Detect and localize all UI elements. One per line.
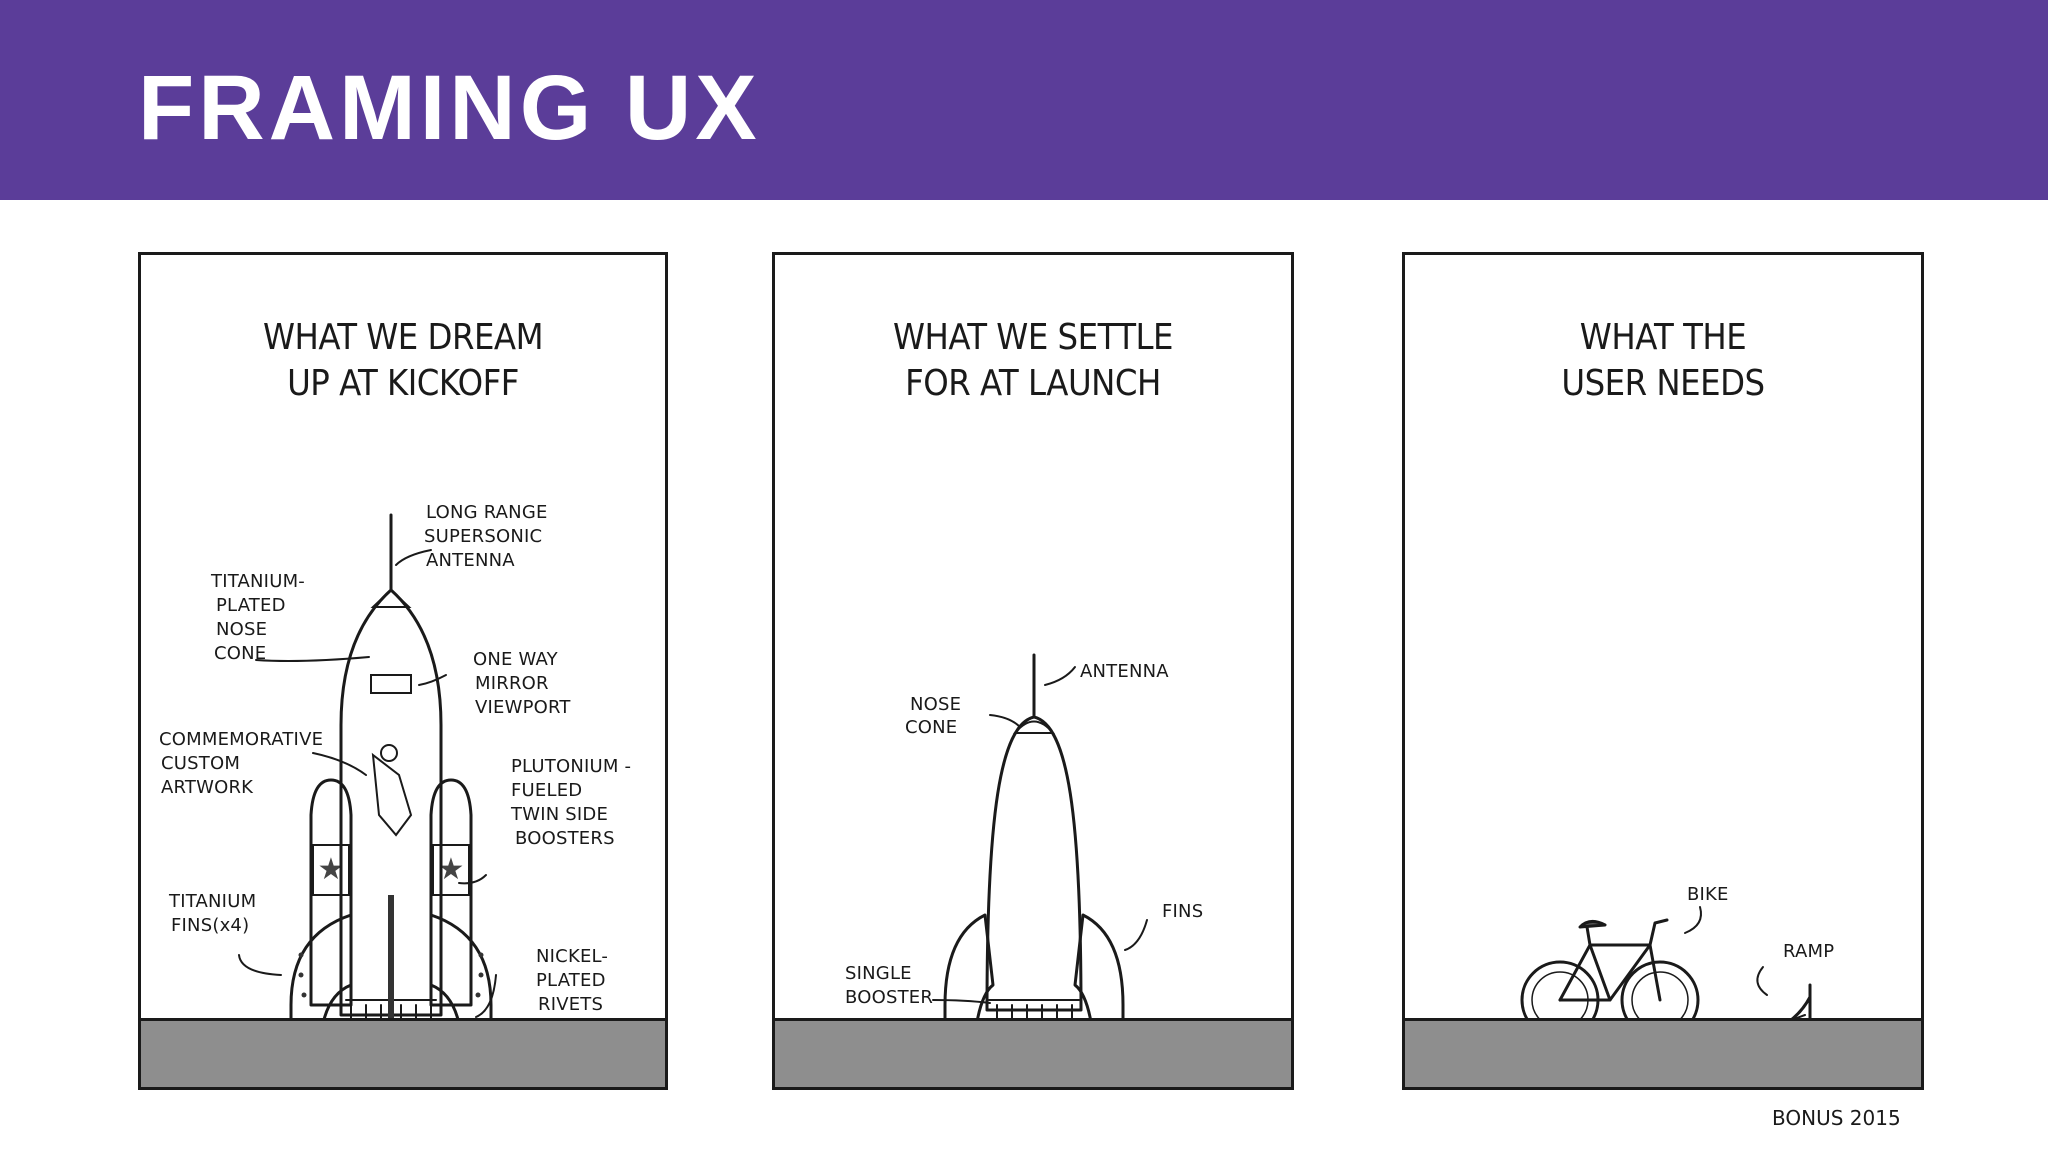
right-booster	[429, 778, 473, 1007]
panel-title-line2: UP AT KICKOFF	[287, 363, 519, 404]
label-boost-2: FUELED	[511, 780, 582, 801]
label-nose-4: CONE	[214, 643, 266, 664]
label-nose-2: CONE	[905, 717, 957, 738]
label-mirror-2: MIRROR	[475, 673, 549, 694]
artwork	[371, 752, 413, 837]
label-mirror-3: VIEWPORT	[475, 697, 571, 718]
rivets	[298, 952, 484, 998]
ground	[775, 1018, 1291, 1087]
left-booster	[309, 778, 353, 1007]
panel-title-user: WHAT THE USER NEEDS	[1405, 315, 1921, 407]
left-fin	[289, 913, 353, 1037]
label-rivets-3: RIVETS	[538, 994, 603, 1015]
panel-title-line1: WHAT WE DREAM	[262, 317, 544, 358]
right-fin	[429, 913, 493, 1037]
panel-title-settle: WHAT WE SETTLE FOR AT LAUNCH	[775, 315, 1291, 407]
panel-title-dream: WHAT WE DREAM UP AT KICKOFF	[141, 315, 665, 407]
label-nose-3: NOSE	[216, 619, 267, 640]
label-antenna-2: SUPERSONIC	[424, 526, 542, 547]
label-art-1: COMMEMORATIVE	[159, 729, 323, 750]
label-fins-1: TITANIUM	[168, 891, 256, 912]
panel-user-needs: WHAT THE USER NEEDS BIKE RAMP	[1402, 252, 1924, 1090]
label-fins-2: FINS(x4)	[171, 915, 249, 936]
label-fins: FINS	[1162, 901, 1203, 922]
label-boost-3: TWIN SIDE	[510, 804, 608, 825]
label-antenna: ANTENNA	[1080, 661, 1169, 682]
nose-cone	[1012, 720, 1056, 734]
panel-title-line1: WHAT WE SETTLE	[892, 317, 1174, 358]
label-mirror-1: ONE WAY	[473, 649, 559, 670]
label-booster-1: SINGLE	[845, 963, 912, 984]
panel-title-line2: USER NEEDS	[1561, 363, 1765, 404]
label-antenna-1: LONG RANGE	[426, 502, 548, 523]
ground	[1405, 1018, 1921, 1087]
label-nose-1: NOSE	[910, 694, 961, 715]
panel-settle: WHAT WE SETTLE FOR AT LAUNCH ANTENNA	[772, 252, 1294, 1090]
label-art-3: ARTWORK	[161, 777, 254, 798]
artist-credit: BONUS 2015	[1772, 1106, 1901, 1130]
panel-dream: WHAT WE DREAM UP AT KICKOFF ★ ★	[138, 252, 668, 1090]
label-rivets-2: PLATED	[536, 970, 606, 991]
ground	[141, 1018, 665, 1087]
simple-rocket-drawing: ANTENNA NOSE CONE FINS SINGLE BOOSTER	[845, 653, 1203, 1037]
label-nose-1: TITANIUM-	[210, 571, 305, 592]
label-nose-2: PLATED	[216, 595, 286, 616]
slide-title: FRAMING UX	[138, 57, 761, 159]
panel-title-line2: FOR AT LAUNCH	[905, 363, 1161, 404]
bike-drawing: BIKE RAMP	[1520, 884, 1834, 1041]
label-ramp: RAMP	[1783, 941, 1834, 962]
label-antenna-3: ANTENNA	[426, 550, 515, 571]
panel-title-line1: WHAT THE	[1579, 317, 1747, 358]
label-rivets-1: NICKEL-	[536, 946, 608, 967]
label-art-2: CUSTOM	[161, 753, 240, 774]
title-bar: FRAMING UX	[0, 0, 2048, 200]
label-boost-1: PLUTONIUM -	[511, 756, 631, 777]
label-boost-4: BOOSTERS	[515, 828, 615, 849]
label-booster-2: BOOSTER	[845, 987, 933, 1008]
fancy-rocket-drawing: ★ ★	[159, 502, 631, 1037]
label-bike: BIKE	[1687, 884, 1729, 905]
